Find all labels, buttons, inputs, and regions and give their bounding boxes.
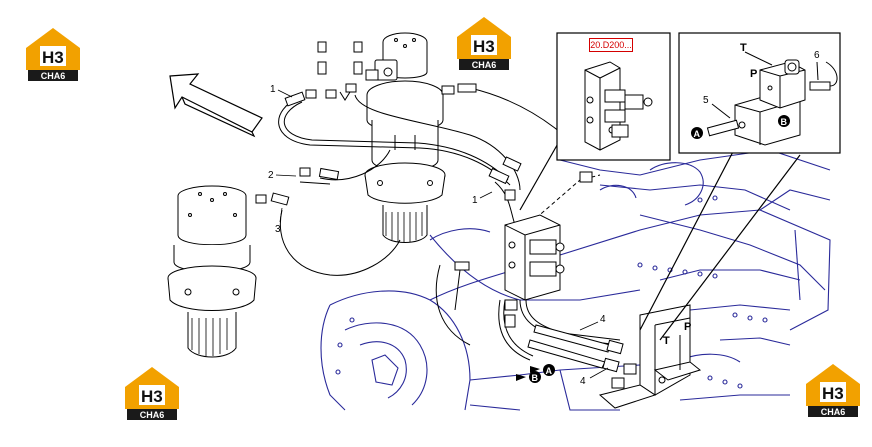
callout-3: 3 <box>275 224 281 235</box>
reference-code: 20.D200... <box>589 38 633 52</box>
svg-text:H3: H3 <box>42 48 64 67</box>
hydraulic-hoses <box>278 87 621 361</box>
svg-text:H3: H3 <box>822 384 844 403</box>
callout-5: 5 <box>703 95 709 106</box>
svg-text:A: A <box>546 366 553 376</box>
hose-item-4 <box>527 324 624 373</box>
direction-arrow <box>169 73 263 138</box>
brand-logo-top-center: H3 CHA6 <box>455 15 513 71</box>
house-logo-icon: H3 CHA6 <box>806 364 860 417</box>
svg-text:H3: H3 <box>141 387 163 406</box>
port-t-block: T <box>663 335 670 347</box>
svg-text:CHA6: CHA6 <box>41 71 66 81</box>
callout-4-lower: 4 <box>580 376 586 387</box>
callout-6: 6 <box>814 50 820 61</box>
svg-text:CHA6: CHA6 <box>140 410 165 420</box>
marker-b-inset: B <box>778 115 790 127</box>
svg-text:H3: H3 <box>473 37 495 56</box>
inset-valve-detail <box>556 32 671 161</box>
svg-text:A: A <box>694 129 701 139</box>
callout-4-upper: 4 <box>600 314 606 325</box>
callout-2: 2 <box>268 170 274 181</box>
brand-logo-bottom-right: H3 CHA6 <box>804 362 862 418</box>
port-p-inset: P <box>750 68 757 80</box>
house-logo-icon: H3 CHA6 <box>457 17 511 70</box>
port-t-inset: T <box>740 42 747 54</box>
tp-port-block <box>598 304 702 409</box>
callout-leaders <box>275 89 609 379</box>
fittings <box>255 41 637 389</box>
valve-block <box>504 214 565 301</box>
marker-a-main: A <box>530 364 555 376</box>
marker-b-main: B <box>516 371 541 383</box>
inset-tp-detail <box>678 32 841 154</box>
svg-text:B: B <box>532 373 539 383</box>
house-logo-icon: H3 CHA6 <box>26 28 80 81</box>
svg-text:B: B <box>781 117 788 127</box>
machine-frame <box>320 149 831 411</box>
callout-1-upper: 1 <box>270 84 276 95</box>
house-logo-icon: H3 CHA6 <box>125 367 179 420</box>
port-p-block: P <box>684 321 691 333</box>
lower-swing-motor <box>167 185 257 358</box>
marker-a-inset: A <box>691 127 703 139</box>
svg-text:CHA6: CHA6 <box>472 60 497 70</box>
callout-1-lower: 1 <box>472 195 478 206</box>
upper-swing-motor <box>364 32 446 243</box>
brand-logo-bottom-left: H3 CHA6 <box>123 365 181 421</box>
brand-logo-top-left: H3 CHA6 <box>24 26 82 82</box>
svg-text:CHA6: CHA6 <box>821 407 846 417</box>
